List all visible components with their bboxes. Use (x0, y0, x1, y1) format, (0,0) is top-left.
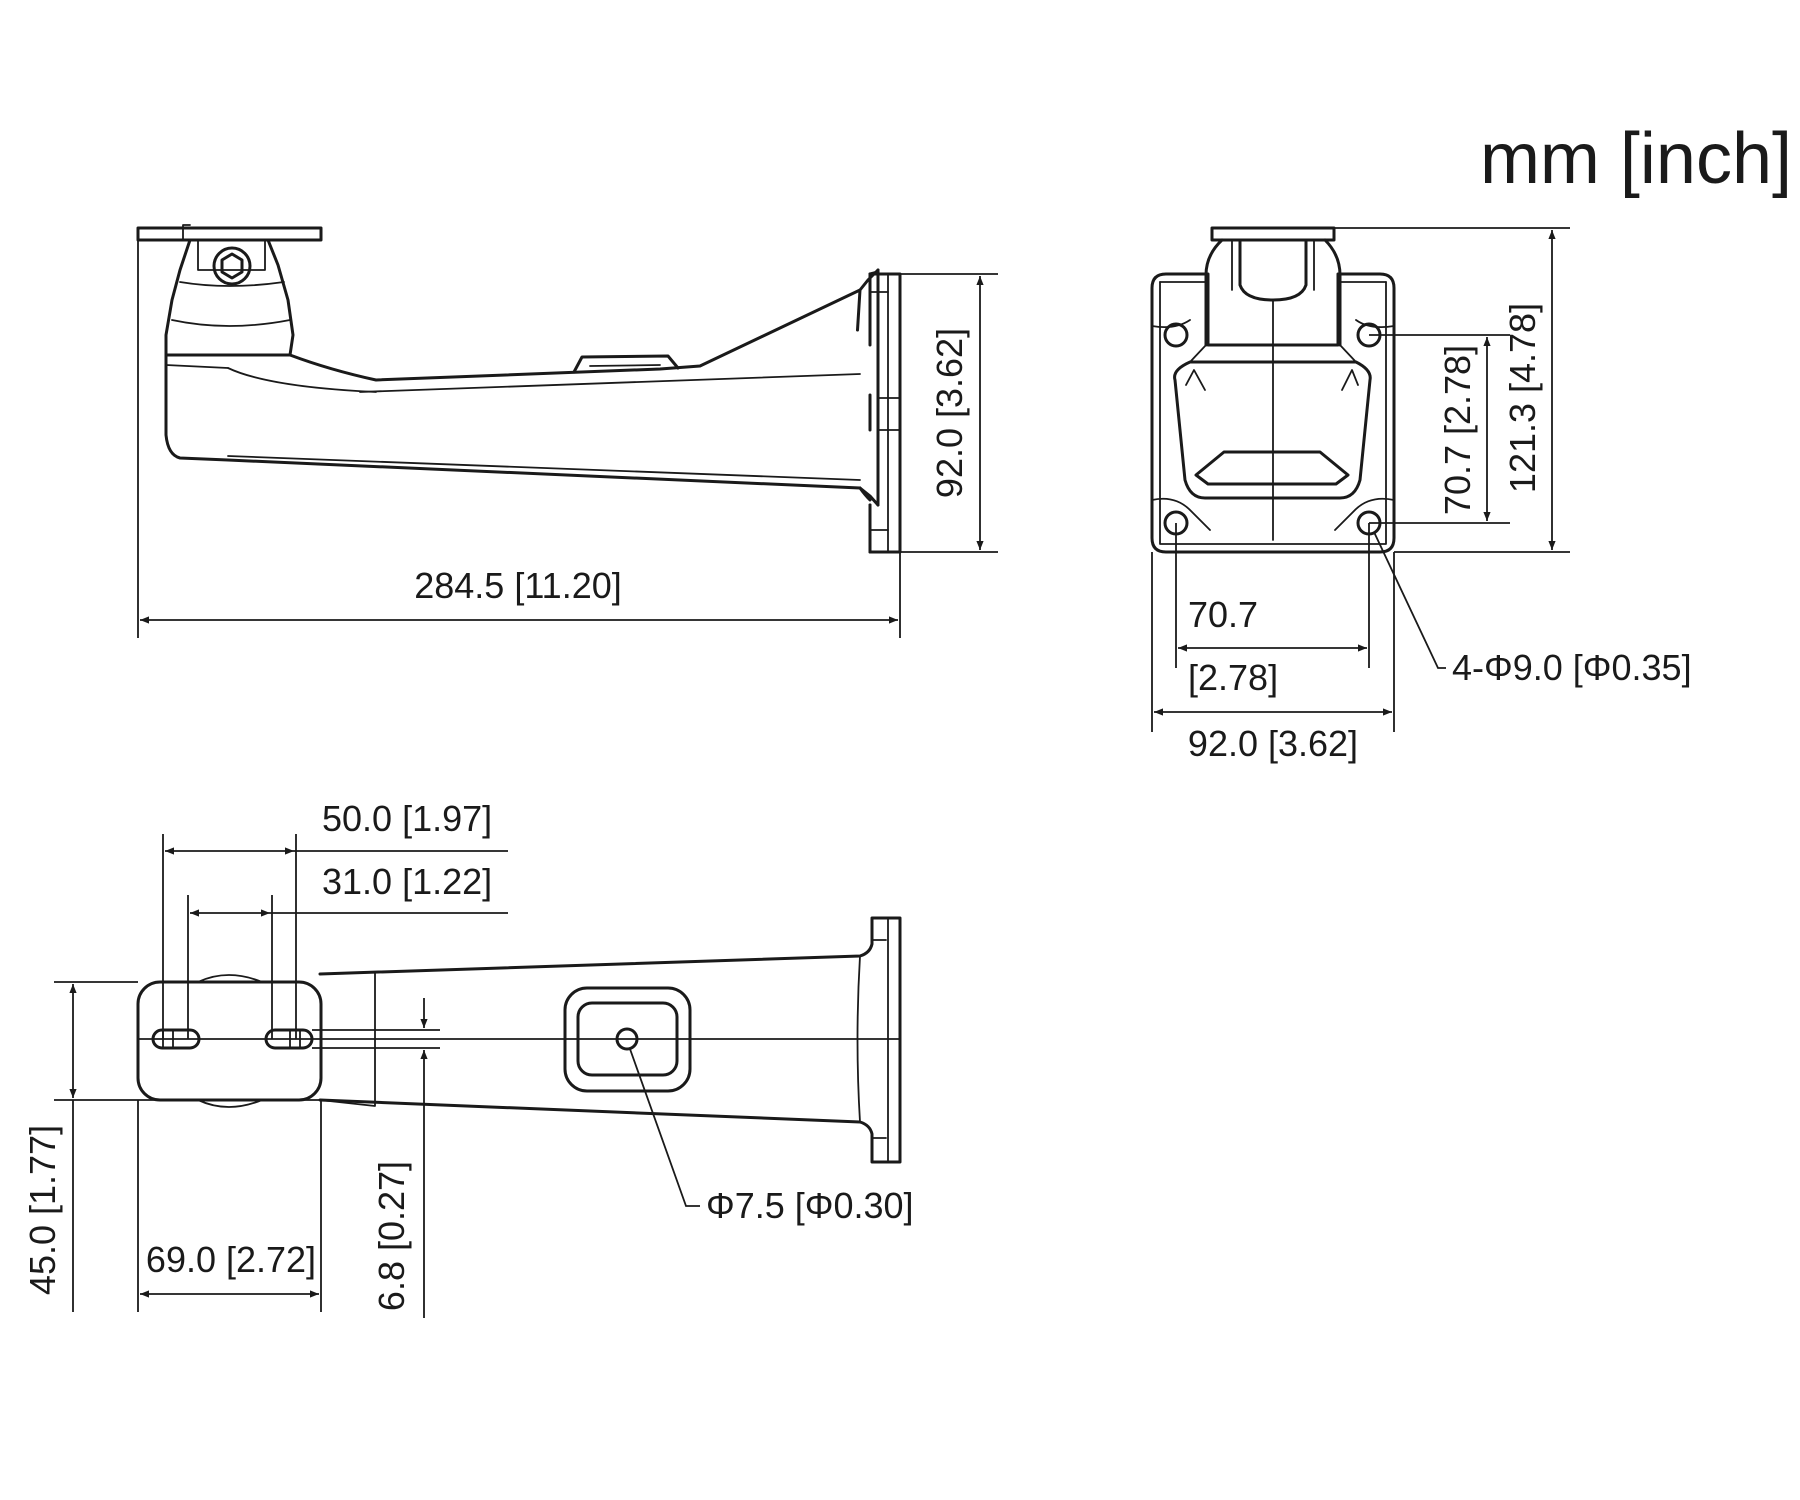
top-view: 50.0 [1.97] 31.0 [1.22] 45.0 [1.77] 69.0… (22, 798, 914, 1318)
front-view: 121.3 [4.78] 70.7 [2.78] 70.7 [2.78] 92.… (1150, 226, 1692, 764)
front-hole-spacing-vertical-dimension: 70.7 [2.78] (1437, 345, 1478, 515)
top-plate-length-dimension: 69.0 [2.72] (146, 1239, 316, 1280)
top-slot-width-dimension: 6.8 [0.27] (371, 1161, 412, 1311)
side-view: 284.5 [11.20] 92.0 [3.62] (136, 224, 998, 638)
units-label: mm [inch] (1480, 119, 1792, 199)
top-cable-hole-callout: Φ7.5 [Φ0.30] (706, 1185, 914, 1226)
top-slot-inner-spacing-dimension: 31.0 [1.22] (322, 861, 492, 902)
front-hole-spacing-horizontal-mm: 70.7 (1188, 594, 1258, 635)
top-plate-width-dimension: 45.0 [1.77] (22, 1125, 63, 1295)
front-flange-width-dimension: 92.0 [3.62] (1188, 723, 1358, 764)
front-mounting-holes-callout: 4-Φ9.0 [Φ0.35] (1452, 647, 1692, 688)
top-slot-outer-spacing-dimension: 50.0 [1.97] (322, 798, 492, 839)
side-flange-height-dimension: 92.0 [3.62] (929, 328, 970, 498)
front-overall-height-dimension: 121.3 [4.78] (1502, 303, 1543, 493)
side-length-dimension: 284.5 [11.20] (414, 565, 622, 606)
front-hole-spacing-horizontal-inch: [2.78] (1188, 657, 1278, 698)
